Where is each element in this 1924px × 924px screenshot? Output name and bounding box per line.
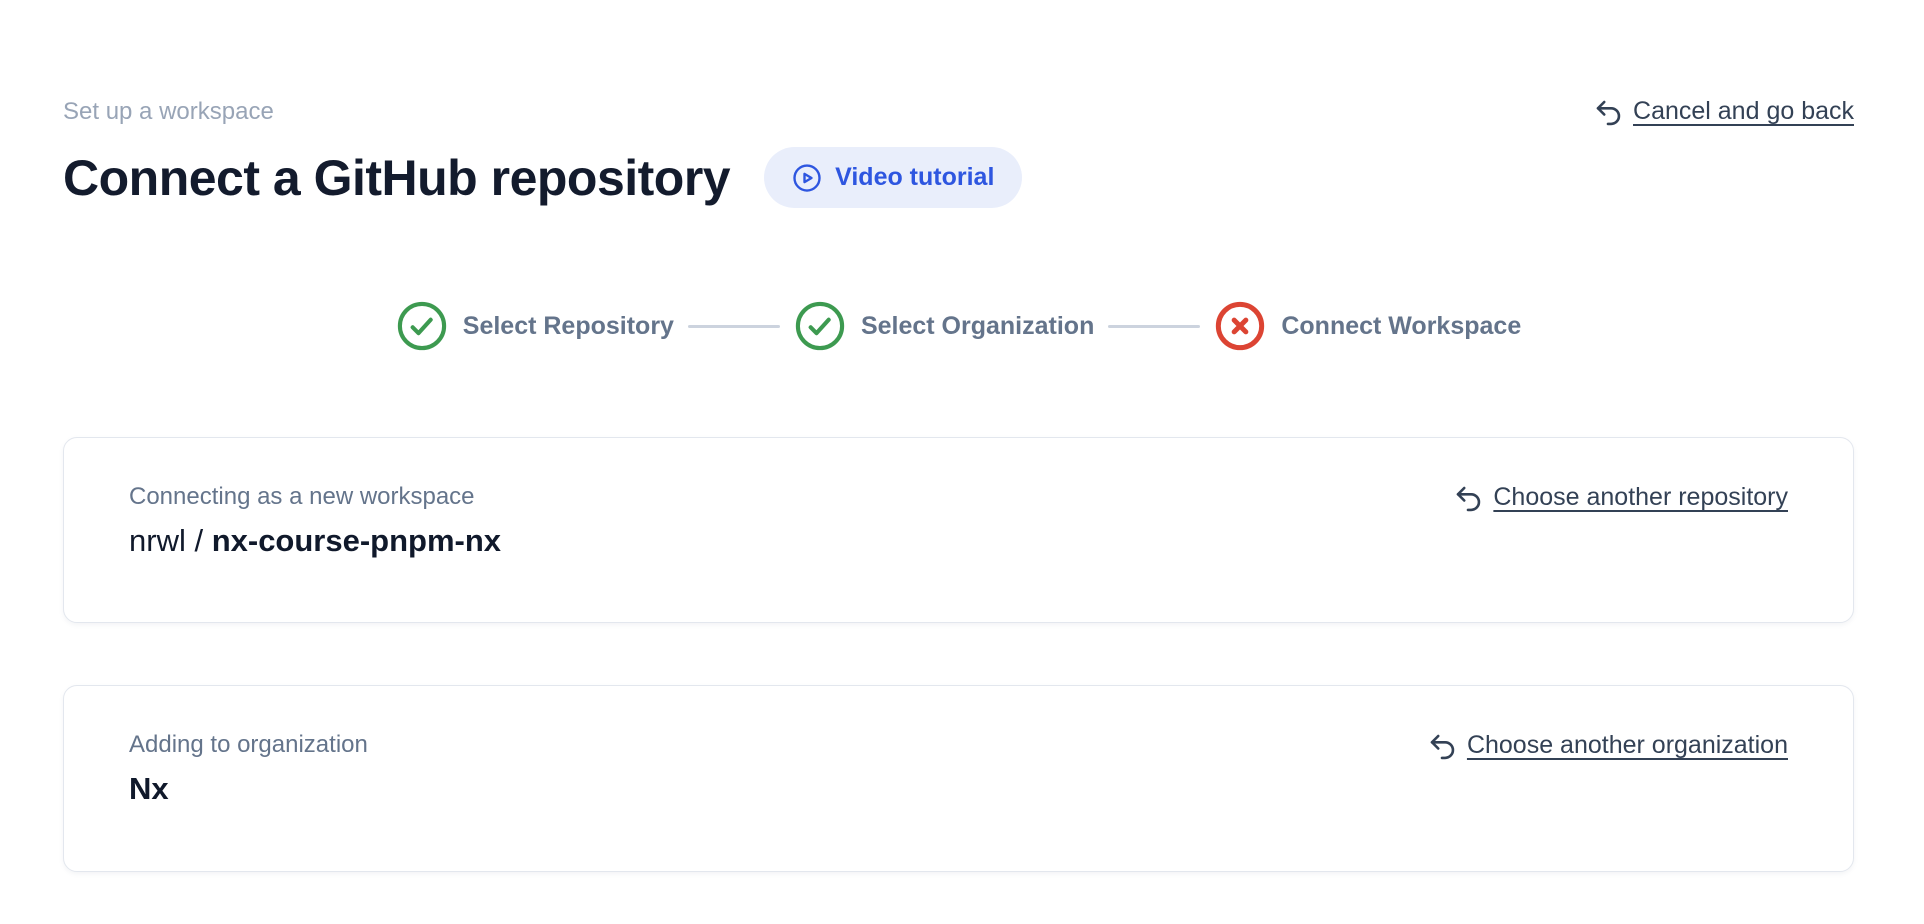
undo-arrow-icon	[1593, 97, 1623, 127]
cancel-and-go-back-link[interactable]: Cancel and go back	[1593, 96, 1854, 127]
choose-organization-label: Choose another organization	[1466, 731, 1788, 759]
step-select-organization: Select Organization	[794, 300, 1094, 352]
repository-slug: nx-course-pnpm-nx	[211, 523, 502, 558]
step-label: Select Repository	[462, 311, 674, 340]
choose-another-organization-link[interactable]: Choose another organization	[1427, 730, 1788, 761]
page-title: Connect a GitHub repository	[63, 149, 731, 206]
stepper-connector	[1108, 324, 1201, 328]
organization-card-label: Adding to organization	[129, 731, 368, 758]
choose-repository-label: Choose another repository	[1493, 483, 1788, 511]
check-circle-icon	[396, 300, 448, 352]
organization-card-info: Adding to organization Nx	[129, 730, 368, 809]
step-select-repository: Select Repository	[396, 300, 674, 352]
undo-arrow-icon	[1427, 731, 1457, 761]
repository-card-info: Connecting as a new workspace nrwl / nx-…	[129, 482, 501, 561]
check-circle-icon	[794, 300, 846, 352]
video-tutorial-button[interactable]: Video tutorial	[764, 147, 1023, 208]
step-connect-workspace: Connect Workspace	[1214, 300, 1521, 352]
eyebrow-text: Set up a workspace	[63, 97, 274, 125]
undo-arrow-icon	[1453, 483, 1483, 513]
choose-another-repository-link[interactable]: Choose another repository	[1453, 482, 1788, 513]
cancel-link-label: Cancel and go back	[1633, 97, 1854, 125]
repository-name: nrwl / nx-course-pnpm-nx	[129, 521, 501, 561]
play-circle-icon	[792, 163, 822, 193]
title-row: Connect a GitHub repository Video tutori…	[63, 147, 1854, 208]
organization-card: Adding to organization Nx Choose another…	[63, 685, 1854, 872]
step-label: Select Organization	[860, 311, 1095, 340]
organization-name: Nx	[129, 771, 169, 806]
x-circle-icon	[1214, 300, 1266, 352]
repository-owner: nrwl /	[129, 523, 212, 558]
stepper-connector	[687, 324, 780, 328]
stepper: Select Repository Select Organization Co…	[63, 300, 1854, 352]
repository-card: Connecting as a new workspace nrwl / nx-…	[63, 437, 1854, 623]
top-row: Set up a workspace Cancel and go back	[63, 96, 1854, 127]
step-label: Connect Workspace	[1281, 311, 1522, 340]
video-tutorial-label: Video tutorial	[835, 163, 995, 191]
repository-card-label: Connecting as a new workspace	[129, 483, 475, 510]
setup-page: Set up a workspace Cancel and go back Co…	[0, 96, 1924, 924]
